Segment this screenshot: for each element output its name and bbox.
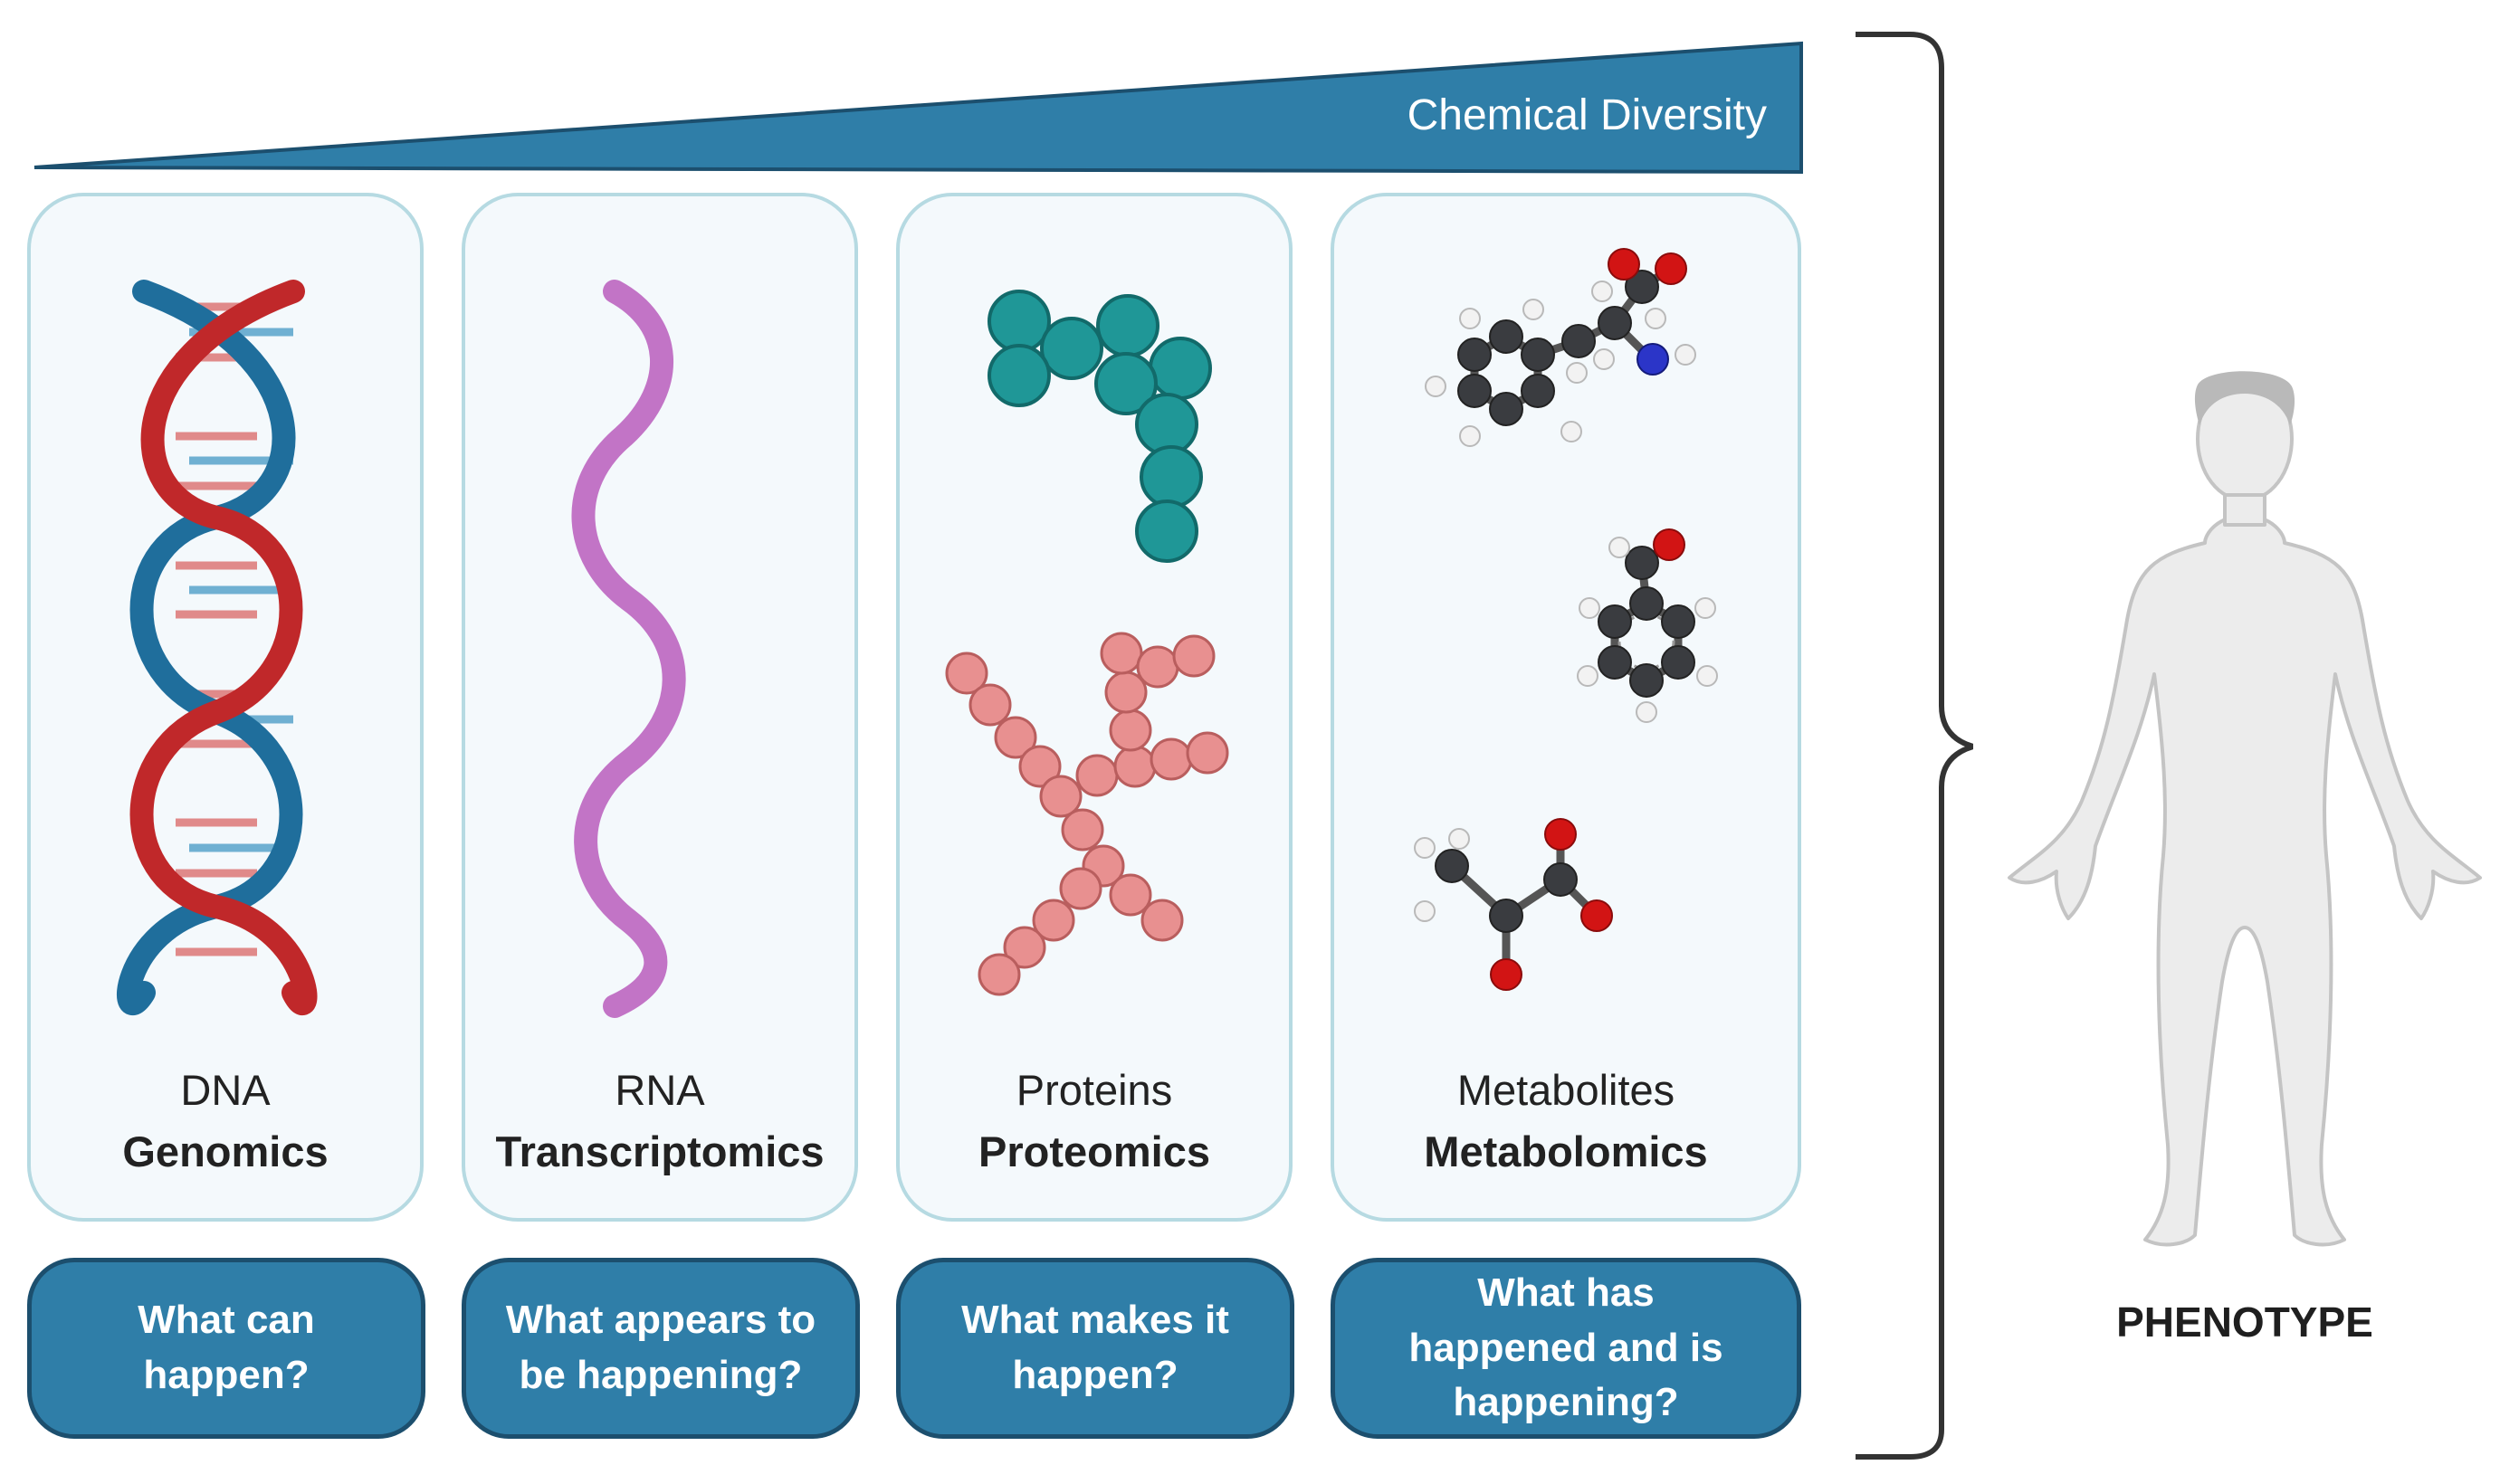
chemical-diversity-wedge [33,41,1803,175]
proteins-card: Proteins Proteomics [896,193,1293,1222]
curly-brace [1856,32,1973,1460]
question-line: happen? [1012,1353,1178,1397]
omics-label: Transcriptomics [495,1127,825,1175]
chemical-diversity-label: Chemical Diversity [1407,91,1767,139]
molecule-label: Proteins [1016,1066,1173,1114]
question-box-metabolomics: What has happened and is happening? [1331,1258,1801,1439]
question-line: What makes it [961,1298,1229,1343]
omics-label: Genomics [122,1127,329,1175]
question-line: be happening? [519,1353,803,1397]
question-line: happen? [143,1353,310,1397]
question-line: What appears to [505,1298,816,1343]
rna-card: RNA Transcriptomics [462,193,858,1222]
question-line: What can [138,1298,315,1343]
molecule-label: DNA [180,1066,271,1114]
dna-double-helix-icon [116,280,318,1016]
protein-chain-icon [945,290,1229,996]
molecule-label: Metabolites [1456,1066,1675,1114]
phenotype-label: PHENOTYPE [2116,1298,2373,1346]
molecule-label: RNA [615,1066,705,1114]
dna-card: DNA Genomics [27,193,424,1222]
rna-strand-icon [571,280,686,1018]
question-line: What has [1477,1270,1655,1315]
metabolite-molecules-icon [1414,248,1718,991]
human-body-icon [2008,371,2482,1247]
question-line: happened and is [1408,1325,1723,1370]
question-box-genomics: What can happen? [27,1258,425,1439]
metabolites-card: Metabolites Metabolomics [1331,193,1801,1222]
question-box-proteomics: What makes it happen? [896,1258,1294,1439]
omics-label: Metabolomics [1424,1127,1708,1175]
omics-label: Proteomics [978,1127,1210,1175]
question-box-transcriptomics: What appears to be happening? [462,1258,860,1439]
question-line: happening? [1453,1380,1679,1425]
